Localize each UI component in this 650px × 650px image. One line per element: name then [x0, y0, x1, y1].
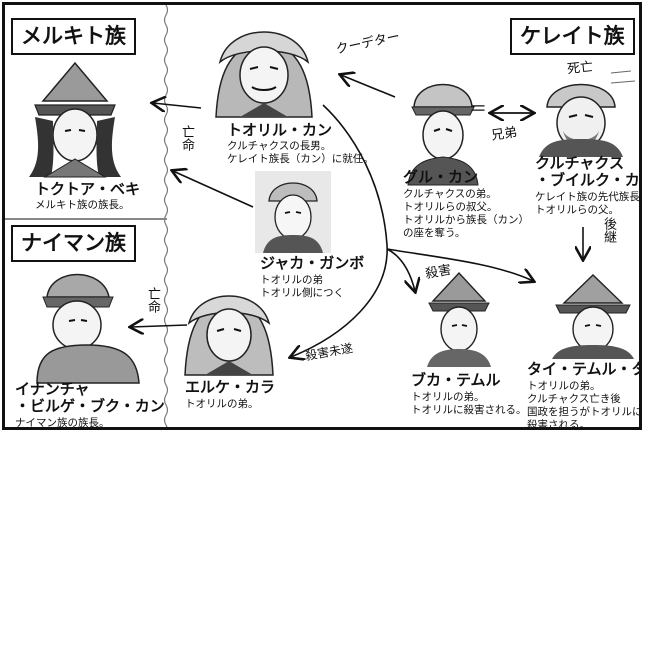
arrow-kill-tai: [387, 249, 533, 281]
name-gur-khan: グル・カン: [403, 169, 478, 186]
name-tai: タイ・テムル・タイシ: [527, 361, 642, 378]
arrow-exile-naiman: [131, 325, 187, 327]
annotation-succeed: 後継: [599, 217, 618, 243]
diagram-panel: メルキト族 ケレイト族 ナイマン族: [2, 2, 642, 430]
desc-kurchakus: ケレイト族の先代族長。 トオリルらの父。: [535, 191, 642, 217]
desc-tokhtoa: メルキト族の族長。: [35, 199, 130, 212]
desc-inancha: ナイマン族の族長。: [15, 417, 110, 430]
arrow-exile-merkit: [153, 103, 201, 108]
desc-tai: トオリルの弟。 クルチャクス亡き後 国政を担うがトオリルに 殺害される。: [527, 380, 642, 430]
desc-erke: トオリルの弟。: [185, 398, 259, 411]
desc-bukha: トオリルの弟。 トオリルに殺害される。: [411, 391, 527, 417]
desc-gur-khan: クルチャクスの弟。 トオリルらの叔父。 トオリルから族長（カン） の座を奪う。: [403, 188, 529, 240]
name-bukha: ブカ・テムル: [411, 372, 501, 389]
name-jakha: ジャカ・ガンボ: [260, 255, 364, 272]
name-kurchakus: クルチャクス ・ブイルク・カン: [535, 155, 642, 189]
annotation-exile-merkit: 亡命: [177, 125, 196, 151]
arrow-kill-bukha: [387, 249, 415, 291]
desc-jakha: トオリルの弟 トオリル側につく: [260, 274, 344, 300]
annotation-equal: ＝: [469, 95, 487, 121]
name-toghrul: トオリル・カン: [227, 122, 332, 139]
name-erke: エルケ・カラ: [185, 379, 275, 396]
arrow-coup: [341, 75, 395, 97]
annotation-exile-naiman: 亡命: [143, 287, 162, 313]
arrow-jakha-toghrul: [173, 171, 253, 207]
desc-toghrul: クルチャクスの長男。 ケレイト族長（カン）に就任。: [227, 140, 374, 166]
name-tokhtoa: トクトア・ベキ: [35, 181, 140, 198]
annotation-dead: 死亡: [566, 56, 594, 78]
annotation-brother: 兄弟: [490, 121, 518, 143]
name-inancha: イナンチャ ・ビルゲ・ブク・カン: [15, 381, 165, 415]
